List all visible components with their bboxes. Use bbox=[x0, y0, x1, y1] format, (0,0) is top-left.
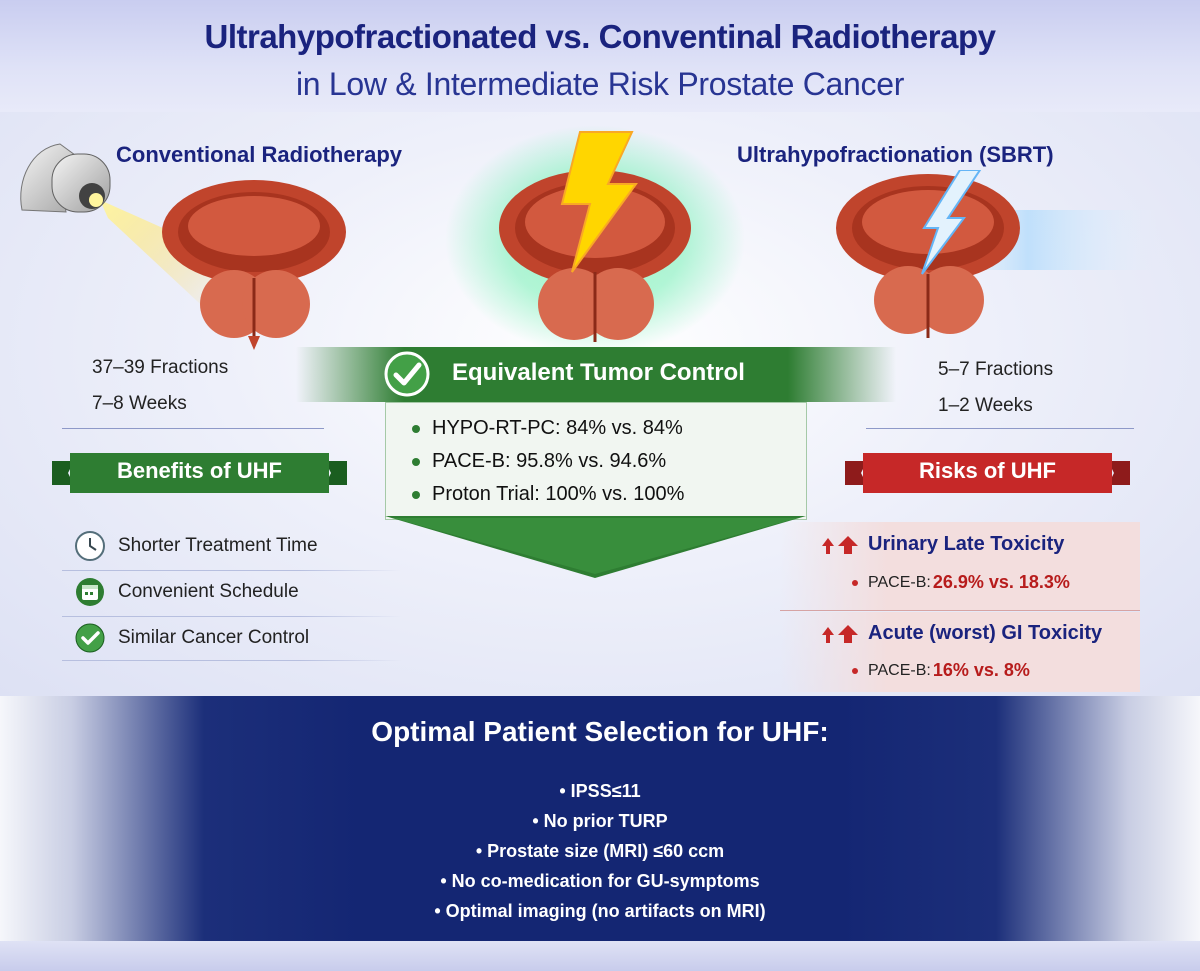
divider bbox=[62, 616, 402, 617]
divider bbox=[62, 428, 324, 429]
selection-title: Optimal Patient Selection for UHF: bbox=[371, 716, 829, 747]
bullet bbox=[412, 457, 420, 466]
sbrt-fractions-block: 5–7 Fractions 1–2 Weeks bbox=[938, 352, 1053, 424]
benefit-item: Shorter Treatment Time bbox=[74, 530, 318, 562]
calendar-icon bbox=[76, 578, 104, 606]
down-arrow-icon bbox=[385, 516, 806, 578]
title-line2: in Low & Intermediate Risk Prostate Canc… bbox=[295, 66, 905, 102]
up-arrows-icon bbox=[822, 624, 858, 643]
list-item: Proton Trial: 100% vs. 100% bbox=[412, 478, 684, 511]
divider bbox=[780, 610, 1140, 611]
linac-icon bbox=[20, 143, 212, 315]
prostate-sbrt-illustration bbox=[836, 170, 1160, 338]
equivalent-box bbox=[385, 402, 807, 520]
list-item: PACE-B: 95.8% vs. 94.6% bbox=[412, 445, 684, 478]
conventional-weeks: 7–8 Weeks bbox=[92, 393, 187, 414]
sbrt-fractions: 5–7 Fractions bbox=[938, 359, 1054, 380]
divider bbox=[62, 570, 402, 571]
bullet bbox=[852, 667, 858, 674]
risk-item-detail: PACE-B: 26.9% vs. 18.3% bbox=[852, 572, 1070, 593]
benefits-label: Benefits of UHF bbox=[117, 458, 282, 483]
bullet bbox=[412, 424, 420, 433]
bullet bbox=[412, 490, 420, 499]
risks-label: Risks of UHF bbox=[919, 458, 1056, 483]
conventional-fractions: 37–39 Fractions bbox=[92, 357, 229, 378]
prostate-equivalent-illustration bbox=[445, 125, 745, 355]
header bbox=[0, 0, 1200, 112]
bullet bbox=[852, 579, 858, 586]
sbrt-title: Ultrahypofractionation (SBRT) bbox=[737, 142, 1054, 167]
risk-item-title: Urinary Late Toxicity bbox=[822, 533, 1064, 556]
risk-item-detail: PACE-B: 16% vs. 8% bbox=[852, 660, 1030, 681]
list-item: • No co-medication for GU-symptoms bbox=[440, 871, 760, 891]
conventional-title: Conventional Radiotherapy bbox=[116, 142, 403, 167]
title-line1: Ultrahypofractionated vs. Conventinal Ra… bbox=[204, 18, 996, 55]
list-item: • Optimal imaging (no artifacts on MRI) bbox=[434, 901, 766, 921]
selection-panel bbox=[0, 696, 1200, 941]
conventional-fractions-block: 37–39 Fractions 7–8 Weeks bbox=[92, 350, 228, 422]
selection-list: • IPSS≤11 • No prior TURP • Prostate siz… bbox=[0, 776, 1200, 926]
sbrt-weeks: 1–2 Weeks bbox=[938, 395, 1033, 416]
divider bbox=[62, 660, 402, 661]
equivalent-label: Equivalent Tumor Control bbox=[452, 359, 745, 386]
check-icon bbox=[384, 351, 430, 397]
list-item: • No prior TURP bbox=[532, 811, 668, 831]
risk-item-title: Acute (worst) GI Toxicity bbox=[822, 622, 1102, 645]
divider bbox=[866, 428, 1134, 429]
benefits-banner bbox=[52, 453, 347, 493]
risk-item-bg bbox=[780, 522, 1140, 610]
benefit-item: Similar Cancer Control bbox=[74, 622, 309, 654]
list-item: • IPSS≤11 bbox=[559, 781, 641, 801]
prostate-conventional-illustration bbox=[162, 180, 346, 350]
risk-item-bg bbox=[780, 612, 1140, 692]
up-arrows-icon bbox=[822, 535, 858, 554]
equivalent-list: HYPO-RT-PC: 84% vs. 84% PACE-B: 95.8% vs… bbox=[412, 412, 684, 511]
check-icon bbox=[75, 623, 105, 653]
footer-band bbox=[0, 941, 1200, 971]
benefit-item: Convenient Schedule bbox=[74, 576, 299, 608]
list-item: HYPO-RT-PC: 84% vs. 84% bbox=[412, 412, 684, 445]
clock-icon bbox=[75, 531, 105, 561]
risks-banner bbox=[845, 453, 1130, 493]
list-item: • Prostate size (MRI) ≤60 ccm bbox=[475, 841, 725, 861]
